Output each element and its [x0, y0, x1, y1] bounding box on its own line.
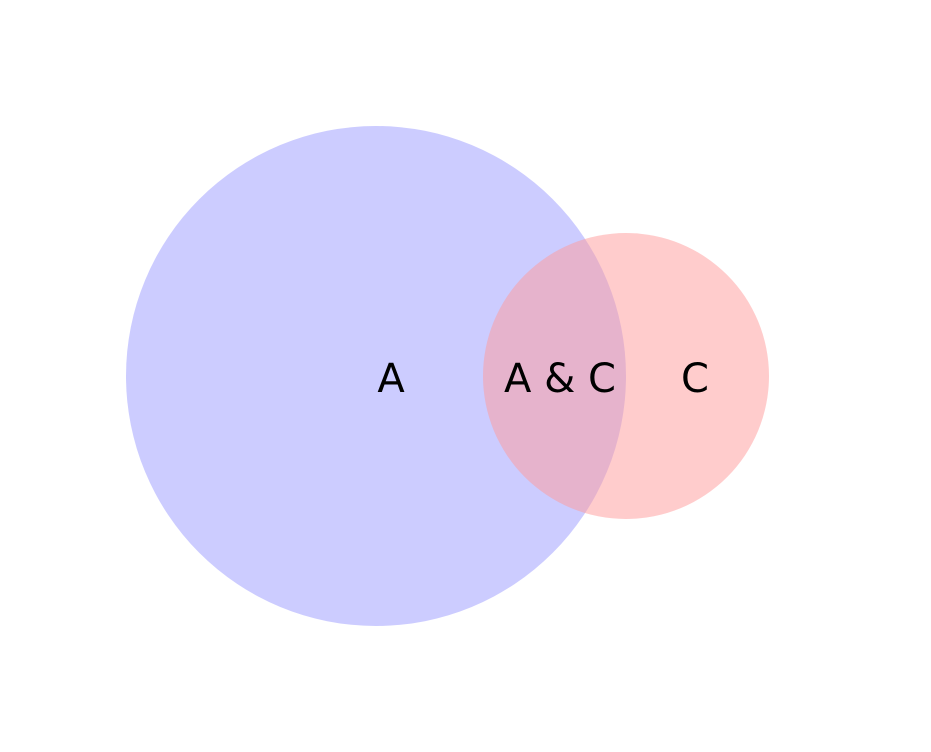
region-label-a-only: A [377, 356, 405, 402]
region-label-c-only: C [681, 356, 709, 402]
set-c-circle [483, 233, 769, 519]
set-a-circle [126, 126, 626, 626]
region-label-a-and-c: A & C [504, 356, 616, 402]
